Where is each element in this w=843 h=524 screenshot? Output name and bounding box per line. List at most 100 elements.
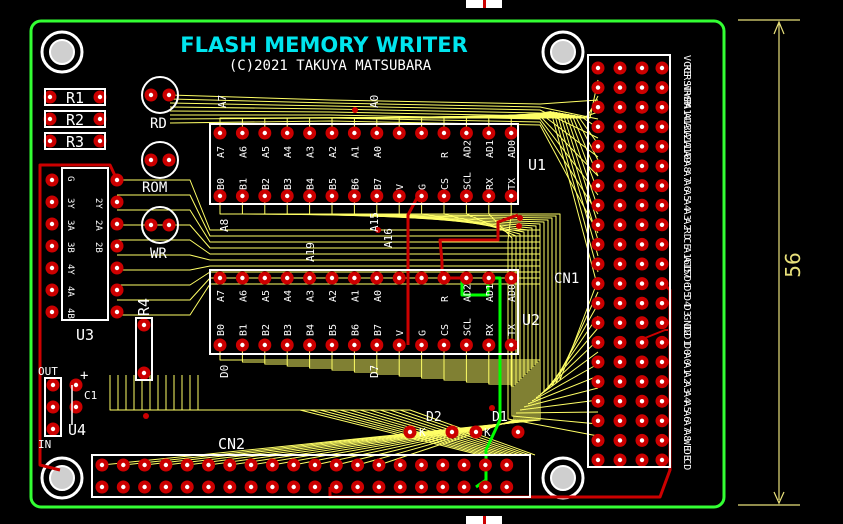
cn1-label: D6 — [681, 276, 692, 288]
pin-label: B3 — [283, 324, 294, 336]
u1-pad — [370, 189, 384, 203]
cn1-pad — [635, 296, 649, 310]
cn2-pad — [436, 480, 450, 494]
cn2-pad — [116, 480, 130, 494]
resistor-pad — [43, 90, 57, 104]
u2-pad — [437, 271, 451, 285]
label-a0: A0 — [368, 95, 381, 108]
cn1-label: D5 — [681, 285, 692, 297]
svg-text:R4: R4 — [135, 298, 153, 316]
resistor-pad — [43, 134, 57, 148]
cn1-label: D2 — [681, 324, 692, 336]
data-trace — [353, 196, 599, 399]
cn2-pad — [180, 458, 194, 472]
resistor-pad — [93, 134, 107, 148]
ctrl-trace — [117, 265, 540, 271]
cn1-label: A7 — [681, 420, 692, 432]
svg-text:CN2: CN2 — [218, 435, 245, 453]
cn1-pad — [655, 218, 669, 232]
board-subtitle: (C)2021 TAKUYA MATSUBARA — [229, 58, 432, 74]
cn2-pad — [308, 458, 322, 472]
u3-pad — [110, 283, 124, 297]
u2-pad — [213, 338, 227, 352]
pin-label: A7 — [216, 290, 227, 302]
svg-text:K: K — [484, 426, 491, 439]
cn1-label: A7 — [681, 170, 692, 182]
u3-pad — [110, 305, 124, 319]
pin-label: B3 — [283, 178, 294, 190]
u3-ic: U3 — [61, 167, 109, 344]
cn1-pad — [655, 355, 669, 369]
cn1-pad — [655, 296, 669, 310]
cn2-pad — [500, 480, 514, 494]
cn1-label: A6 — [681, 410, 692, 422]
cn1-label: A14 — [681, 103, 692, 121]
ctrl-trace — [117, 209, 540, 243]
svg-text:U3: U3 — [76, 326, 94, 344]
pin-label: A1 — [350, 290, 361, 302]
u2-pad — [347, 338, 361, 352]
svg-text:K: K — [419, 426, 426, 439]
u1-pad — [325, 189, 339, 203]
led-pad — [144, 153, 158, 167]
pin-label: B4 — [306, 324, 317, 336]
data-trace — [421, 196, 599, 408]
via — [516, 223, 522, 229]
pin-label: SCL — [462, 318, 473, 336]
cn1-pad — [613, 375, 627, 389]
cn1-pad — [613, 453, 627, 467]
u1-pad — [370, 126, 384, 140]
u2-pad — [482, 338, 496, 352]
cn1-label: A10 — [681, 141, 692, 159]
cn1-label: GND — [681, 314, 692, 332]
cn1-pad — [591, 120, 605, 134]
u2-pad — [280, 271, 294, 285]
cn1-label: VCC — [681, 55, 692, 73]
u2-pad — [370, 338, 384, 352]
pin-label: AD0 — [507, 284, 518, 302]
pin-label: A6 — [238, 290, 249, 302]
ctrl-trace — [117, 194, 540, 237]
data-trace — [331, 196, 599, 396]
cn1-label: A6 — [681, 180, 692, 192]
cn1-pad — [635, 375, 649, 389]
u2-pad — [415, 338, 429, 352]
svg-text:WR: WR — [150, 246, 167, 262]
cn1-label: D3 — [681, 305, 692, 317]
cn1-pad — [635, 237, 649, 251]
svg-text:IN: IN — [38, 438, 51, 451]
u1-pad — [437, 189, 451, 203]
pin-label: B5 — [328, 324, 339, 336]
cn1-pad — [613, 159, 627, 173]
u3-pad — [110, 261, 124, 275]
led-trace — [169, 117, 599, 215]
cn2-pad — [287, 480, 301, 494]
cn2-pad — [95, 458, 109, 472]
led-trace — [169, 98, 599, 120]
power-trace — [38, 165, 61, 472]
u1-pad — [482, 189, 496, 203]
power-pad — [46, 422, 60, 436]
u2-pad — [235, 271, 249, 285]
pin-label: 4Y — [65, 264, 75, 275]
pin-label: 4B — [65, 308, 75, 319]
u2-pad — [459, 338, 473, 352]
cn2-pad — [138, 480, 152, 494]
board-title: FLASH MEMORY WRITER — [180, 33, 468, 57]
cn2-pad — [244, 458, 258, 472]
u3-pad — [45, 305, 59, 319]
pin-label: G — [418, 330, 429, 336]
u1-pad — [325, 126, 339, 140]
cn1-label: A16 — [681, 247, 692, 265]
pin-label: R — [440, 151, 451, 158]
via — [517, 215, 523, 221]
label-d7: D7 — [368, 365, 381, 378]
data-trace — [488, 196, 599, 425]
svg-text:U2: U2 — [522, 311, 540, 329]
cn2-pad — [180, 480, 194, 494]
cn1-pad — [635, 159, 649, 173]
resistor-pad — [137, 366, 151, 380]
resistor-r4: R4 — [135, 298, 153, 381]
